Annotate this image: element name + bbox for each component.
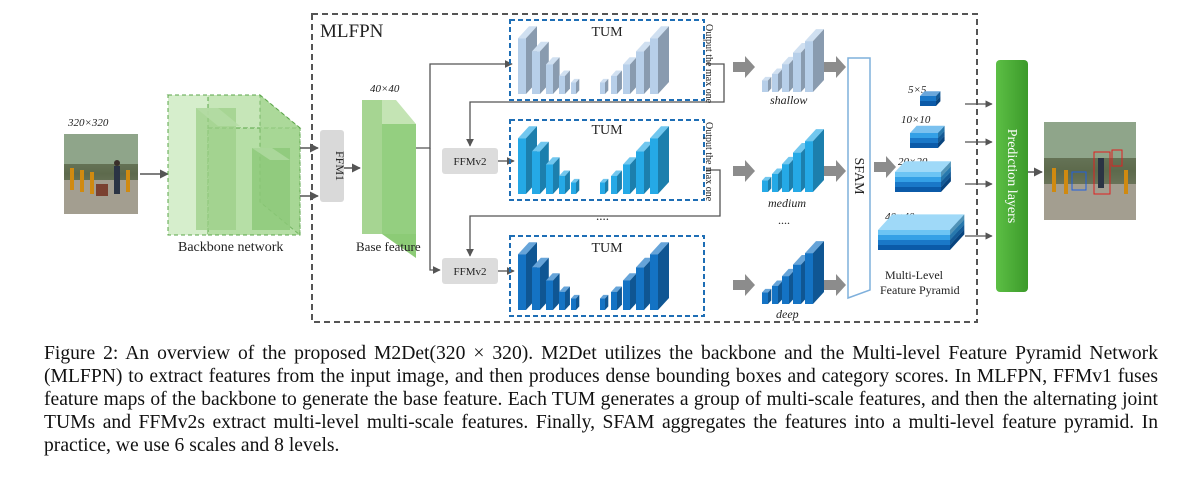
input-image bbox=[64, 134, 138, 214]
ffmv2-label-2: FFMv2 bbox=[453, 266, 486, 278]
output-max-label-1: Output the max one bbox=[703, 24, 714, 104]
m2det-overview-diagram: MLFPN 320×320 Backbone network FFM1 40×4… bbox=[64, 13, 1136, 323]
deep-label: deep bbox=[776, 307, 799, 321]
figure-caption: Figure 2: An overview of the proposed M2… bbox=[44, 343, 1158, 456]
middle-dots: .... bbox=[596, 208, 609, 223]
base-feature-label: Base feature bbox=[356, 239, 421, 254]
ffm1-label: FFM1 bbox=[333, 151, 347, 181]
tum-label-2: TUM bbox=[591, 123, 623, 138]
tum-label-1: TUM bbox=[591, 25, 623, 40]
ffmv2-block-1 bbox=[442, 148, 498, 174]
base-size-label: 40×40 bbox=[370, 83, 400, 95]
pyramid-to-prediction-arrows bbox=[965, 100, 993, 240]
size-5-label: 5×5 bbox=[908, 84, 927, 96]
backbone-label: Backbone network bbox=[178, 240, 283, 255]
sfam-block bbox=[847, 57, 871, 300]
ffmv2-block-2 bbox=[442, 258, 498, 284]
medium-level-features bbox=[762, 129, 824, 192]
mlfpn-label: MLFPN bbox=[320, 21, 384, 42]
output-image bbox=[1044, 122, 1136, 220]
pyramid-label-line1: Multi-Level bbox=[885, 268, 944, 282]
tum-2-layers bbox=[518, 126, 669, 194]
sfam-label: SFAM bbox=[851, 157, 866, 195]
size-10-label: 10×10 bbox=[901, 114, 931, 126]
shallow-level-features bbox=[762, 29, 824, 92]
tum-3-layers bbox=[518, 242, 669, 310]
tum-block-1 bbox=[509, 19, 705, 101]
ffm1-block bbox=[320, 130, 344, 202]
medium-label: medium bbox=[768, 196, 806, 210]
flow-arrows bbox=[733, 56, 896, 296]
tum-label-3: TUM bbox=[591, 241, 623, 256]
shallow-label: shallow bbox=[770, 93, 807, 107]
tum-1-layers bbox=[518, 26, 669, 95]
ffmv2-label-1: FFMv2 bbox=[453, 156, 486, 168]
pyramid-label-line2: Feature Pyramid bbox=[880, 283, 960, 297]
tum-block-3 bbox=[509, 235, 705, 317]
deep-level-features bbox=[762, 241, 824, 304]
tum-block-2 bbox=[509, 119, 705, 201]
input-size-label: 320×320 bbox=[67, 117, 109, 129]
prediction-layers-block bbox=[996, 60, 1028, 292]
prediction-label: Prediction layers bbox=[1004, 129, 1019, 223]
output-max-label-2: Output the max one bbox=[703, 122, 714, 202]
feature-pyramid bbox=[878, 91, 965, 250]
mlfpn-frame bbox=[311, 13, 978, 323]
backbone-network bbox=[166, 93, 302, 237]
right-dots: .... bbox=[778, 213, 790, 227]
base-feature-block bbox=[362, 100, 416, 258]
